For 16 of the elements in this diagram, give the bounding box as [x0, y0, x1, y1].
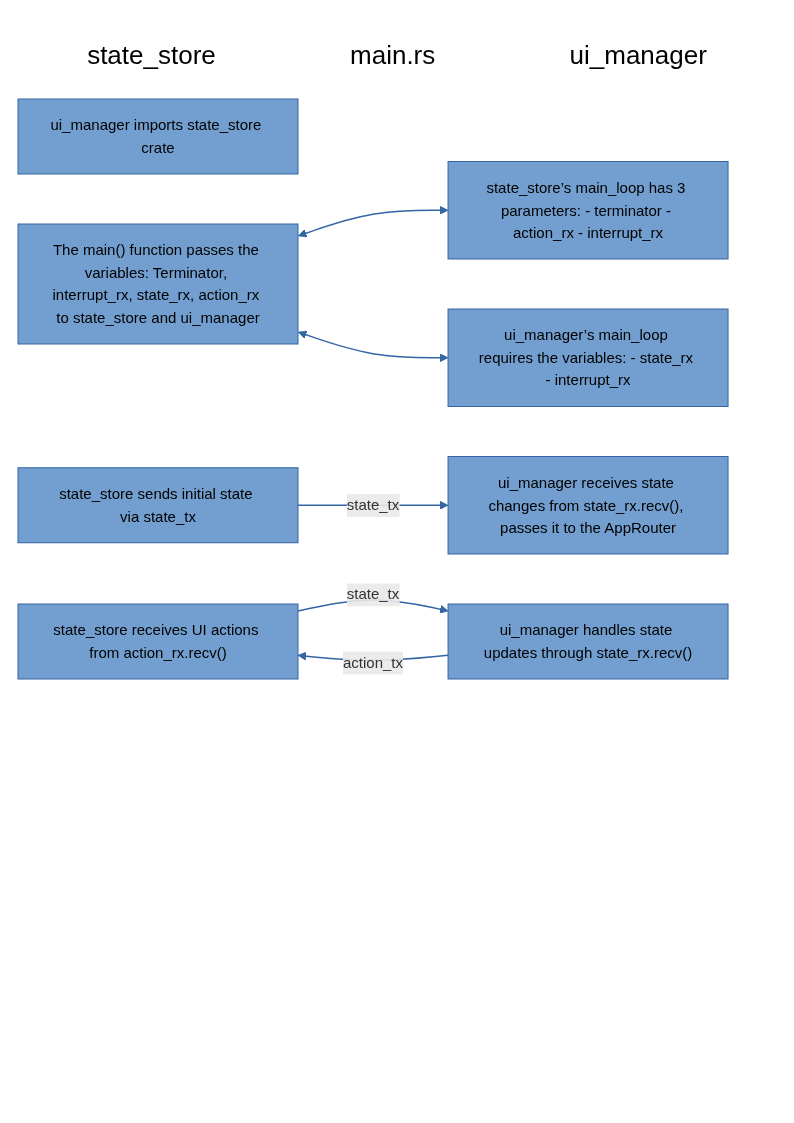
node-box: ui_manager handles state updates through state_rx.recv(): [447, 603, 729, 680]
node-box: state_store’s main_loop has 3 parameters: - terminator - action_rx - interrupt_rx: [447, 161, 729, 260]
arrow: [298, 330, 449, 363]
edge-label: state_tx: [346, 585, 400, 603]
node-box: ui_manager imports state_store crate: [17, 98, 299, 175]
column-heading: state_store: [87, 40, 216, 71]
column-heading: ui_manager: [569, 40, 707, 71]
node-box: state_store sends initial state via state_tx: [17, 467, 299, 544]
node-box: The main() function passes the variables: Terminator, interrupt_rx, state_rx, action_rx to state_store and ui_manager: [17, 223, 299, 345]
edge-label: state_tx: [346, 496, 400, 513]
node-box: ui_manager’s main_loop requires the variables: - state_rx - interrupt_rx: [447, 308, 729, 407]
arrow: [298, 205, 449, 238]
edge-label: action_tx: [343, 653, 404, 671]
node-box: state_store receives UI actions from action_rx.recv(): [17, 603, 299, 680]
node-box: ui_manager receives state changes from state_rx.recv(), passes it to the AppRouter: [447, 456, 729, 555]
column-heading: main.rs: [350, 40, 436, 71]
